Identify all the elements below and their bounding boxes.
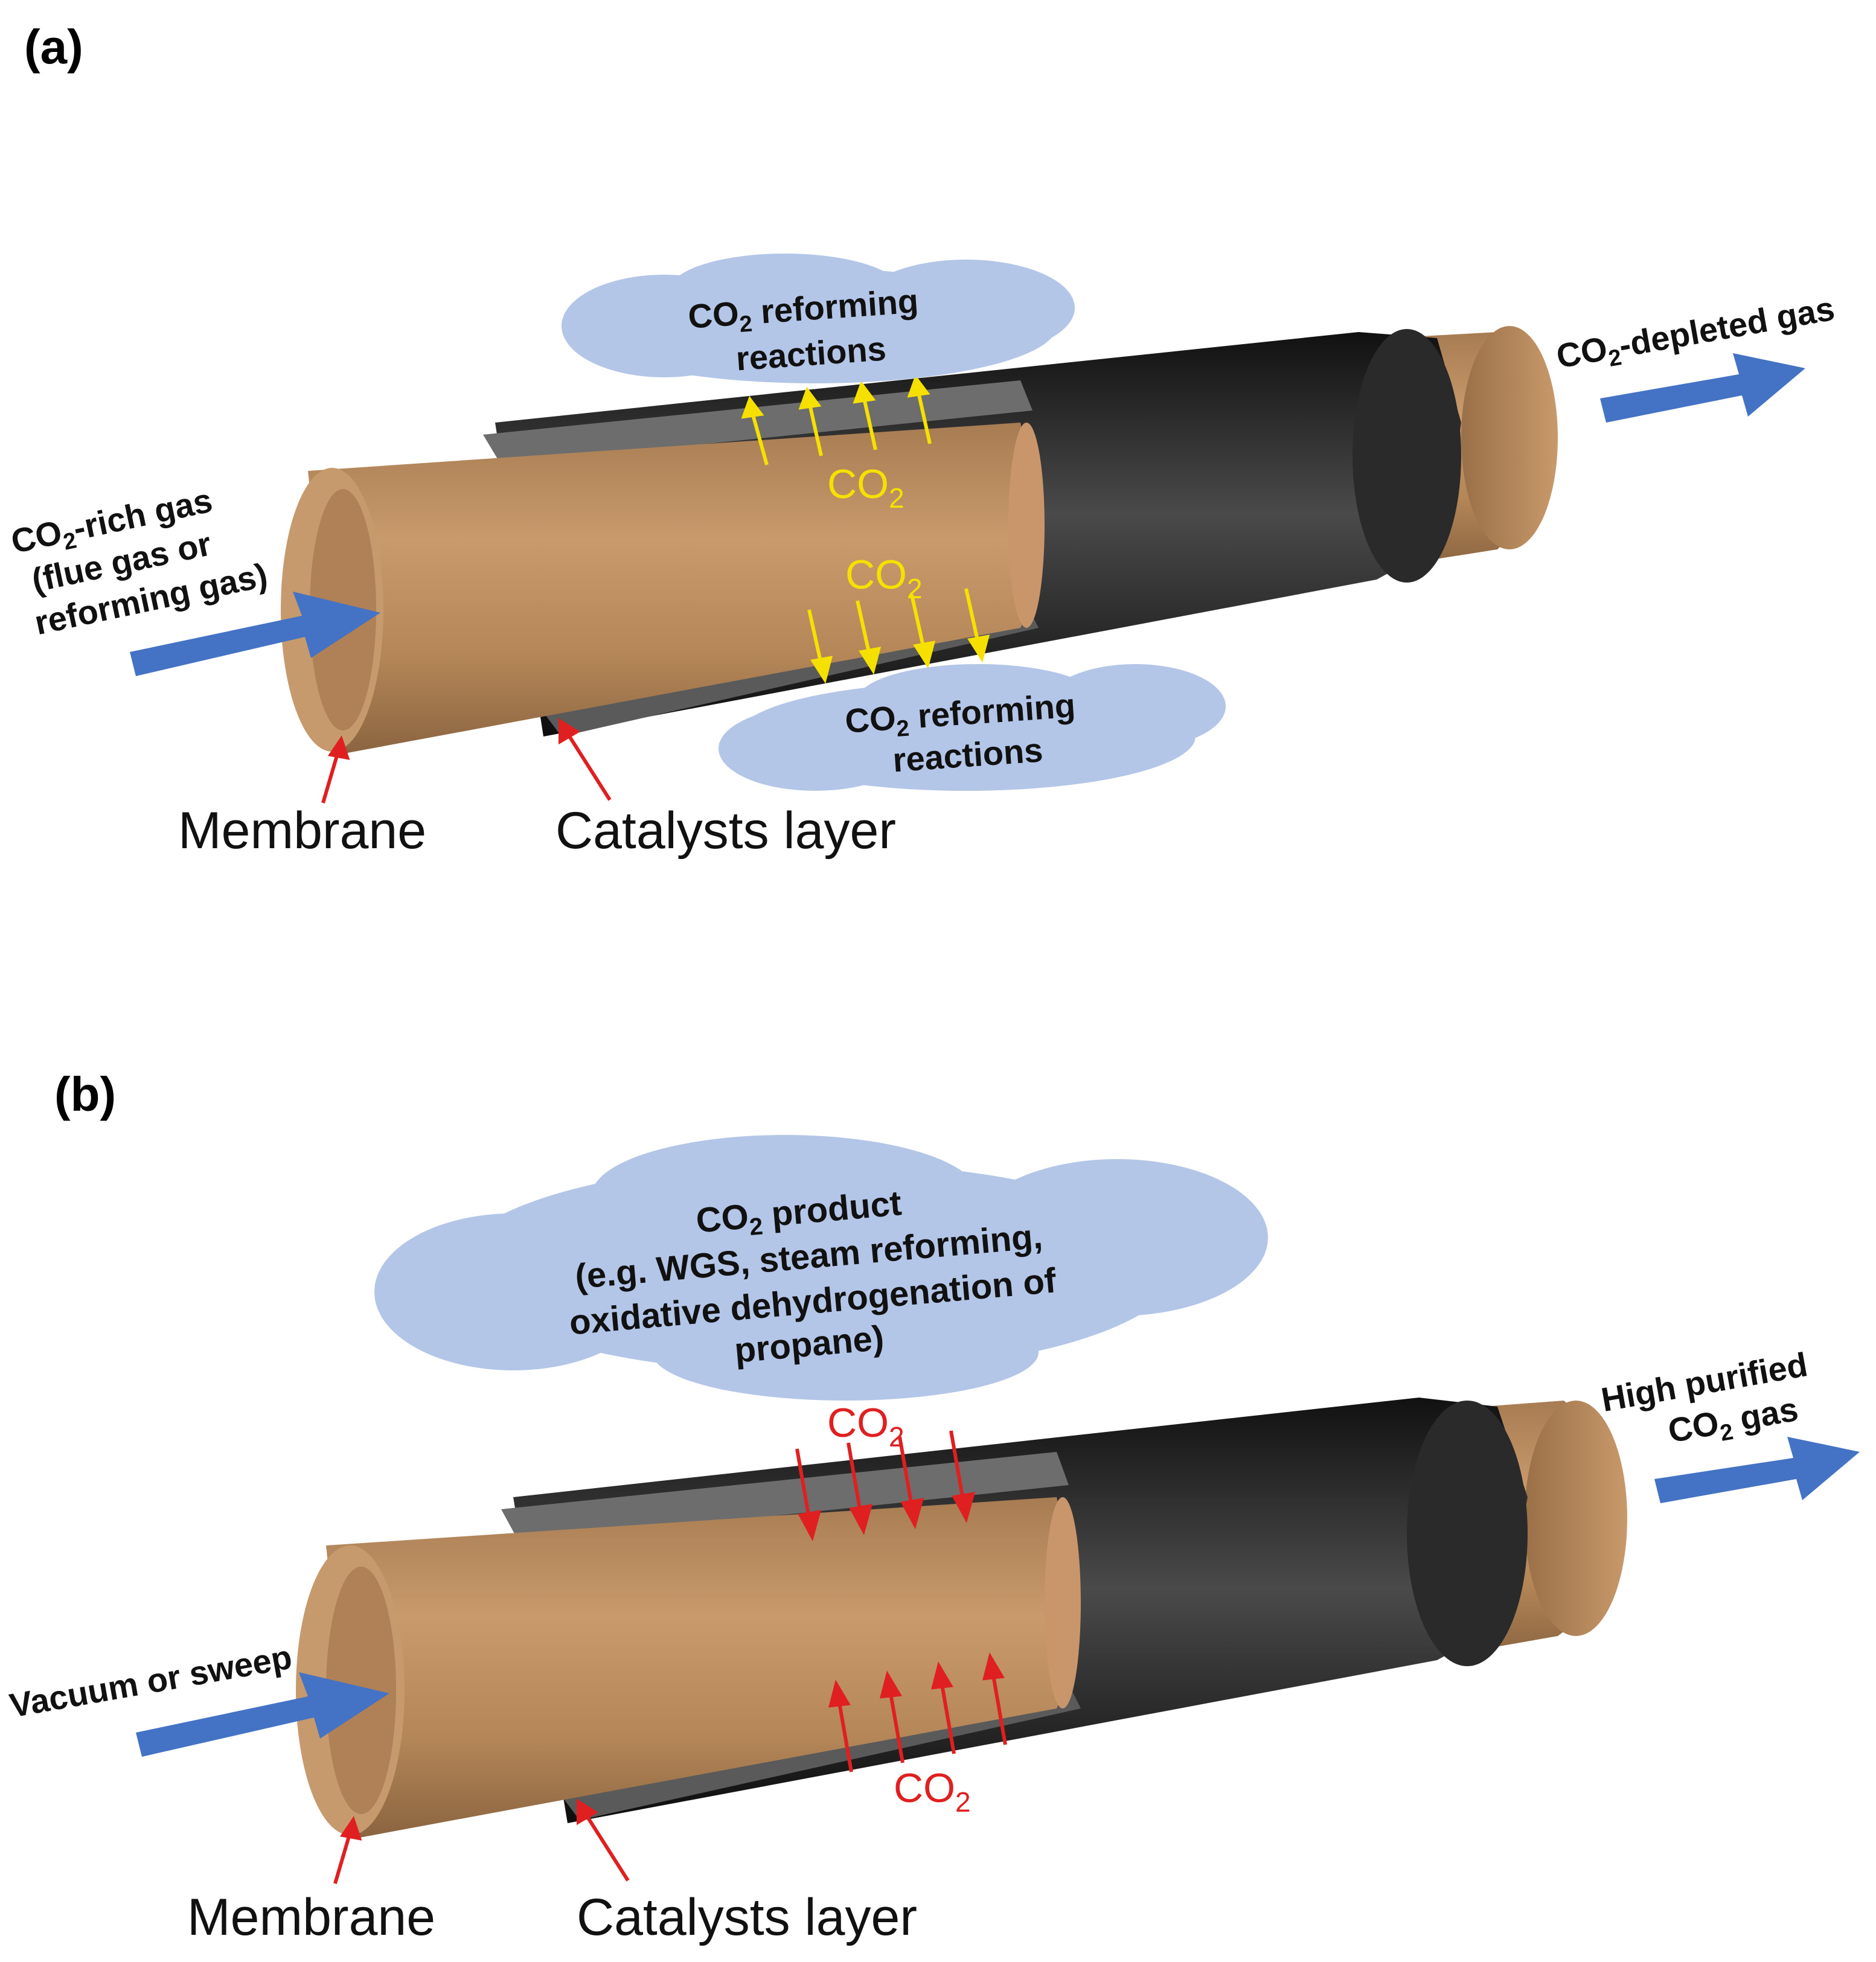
panel-a-label: (a) xyxy=(24,20,83,74)
panel-b-co2-in-arrows-top xyxy=(795,1430,976,1541)
panel-a-co2-out-arrows-top xyxy=(741,374,932,465)
panel-a-cloud-top xyxy=(562,254,1075,383)
panel-a-inlet-arrow xyxy=(130,592,380,676)
panel-b: (b) CO2 product (e.g. WGS, steam reformi… xyxy=(7,1067,1860,1946)
panel-b-inlet-arrow xyxy=(136,1672,389,1757)
panel-b-flux-top-label: CO2 xyxy=(827,1400,904,1452)
panel-a-outlet-arrow xyxy=(1600,353,1805,423)
panel-b-pointers xyxy=(333,1798,630,1884)
panel-a-catalyst-label: Catalysts layer xyxy=(555,802,896,860)
panel-b-co2-in-arrows-bottom xyxy=(828,1652,1007,1772)
panel-a-inlet-label: CO2-rich gas (flue gas or reforming gas) xyxy=(8,473,271,643)
panel-b-catalyst-label: Catalysts layer xyxy=(577,1888,917,1946)
panel-a-membrane-label: Membrane xyxy=(178,802,426,860)
panel-a-flux-bottom-label: CO2 xyxy=(845,552,923,604)
panel-b-label: (b) xyxy=(54,1067,116,1121)
panel-b-cloud xyxy=(374,1135,1268,1401)
panel-b-membrane-label: Membrane xyxy=(187,1888,435,1946)
panel-b-flux-bottom-label: CO2 xyxy=(894,1765,971,1818)
panel-a-flux-top-label: CO2 xyxy=(827,461,904,514)
panel-a: (a) CO2 CO xyxy=(8,20,1837,860)
panel-a-cloud-bottom xyxy=(719,664,1226,791)
panel-b-outlet-arrow xyxy=(1654,1437,1860,1503)
panel-a-membrane-tube xyxy=(281,423,1045,755)
panel-a-pointers xyxy=(321,718,612,804)
panel-a-co2-out-arrows-bottom xyxy=(807,588,990,684)
